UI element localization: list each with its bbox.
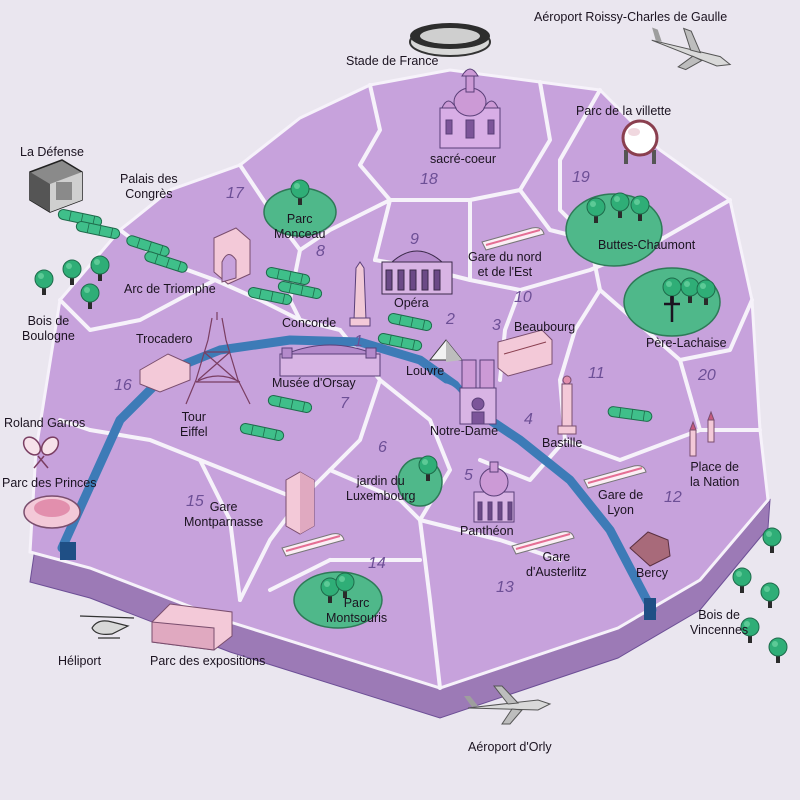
pere-lachaise-cross: [664, 296, 680, 322]
label-bastille: Bastille: [542, 436, 583, 450]
bastille-column: [557, 375, 577, 435]
label-roland-garros: Roland Garros: [4, 416, 86, 430]
label-roissy-airport: Aéroport Roissy-Charles de Gaulle: [534, 10, 728, 24]
label-arc-de-triomphe: Arc de Triomphe: [124, 282, 216, 296]
notre-dame-building: [459, 359, 497, 425]
arrondissement-12: 12: [664, 489, 682, 506]
label-notre-dame: Notre-Dame: [430, 424, 499, 438]
nation-columns: [689, 410, 715, 457]
arrondissement-9: 9: [410, 231, 419, 248]
label-heliport: Héliport: [58, 654, 102, 668]
label-trocadero: Trocadero: [136, 332, 193, 346]
concorde-obelisk: [349, 261, 371, 327]
arrondissement-15: 15: [186, 493, 204, 510]
label-la-defense: La Défense: [20, 145, 84, 159]
musee-orsay-building: [279, 344, 381, 377]
arrondissement-14: 14: [368, 555, 386, 572]
label-gare-montparnasse: Gare Montparnasse: [184, 500, 264, 529]
label-gare-nord-est: Gare du nord et de l'Est: [468, 250, 542, 279]
arrondissement-1: 1: [354, 333, 363, 350]
opera-building: [381, 250, 453, 295]
arrondissement-7: 7: [340, 395, 349, 412]
label-parc-montsouris: Parc Montsouris: [326, 596, 388, 625]
label-pantheon: Panthéon: [460, 524, 514, 538]
bercy-building: [629, 531, 671, 567]
arrondissement-13: 13: [496, 579, 514, 596]
arrondissement-4: 4: [524, 411, 533, 428]
label-place-nation: Place de la Nation: [690, 460, 740, 489]
arrondissement-11: 11: [588, 365, 605, 382]
label-louvre: Louvre: [406, 364, 445, 378]
geode-building: [621, 119, 659, 164]
label-beaubourg: Beaubourg: [514, 320, 576, 334]
arrondissement-8: 8: [316, 243, 325, 260]
label-palais-congres: Palais des Congrès: [120, 172, 178, 201]
arrondissement-16: 16: [114, 377, 132, 394]
pantheon-building: [473, 461, 515, 523]
montparnasse-tower: [285, 471, 315, 535]
label-gare-lyon: Gare de Lyon: [598, 488, 644, 517]
label-bois-vincennes: Bois de Vincennes: [690, 608, 749, 637]
eiffel-tower: [185, 312, 251, 405]
sacre-coeur-building: [439, 68, 501, 149]
arrondissement-19: 19: [572, 169, 590, 186]
label-buttes-chaumont: Buttes-Chaumont: [598, 238, 696, 252]
label-pere-lachaise: Père-Lachaise: [646, 336, 727, 350]
roissy-plane: [641, 17, 737, 84]
la-defense-building: [29, 159, 83, 213]
label-sacre-coeur: sacré-coeur: [430, 152, 496, 166]
parc-des-princes-stadium: [23, 495, 81, 529]
label-musee-orsay: Musée d'Orsay: [272, 376, 356, 390]
stade-de-france-building: [409, 23, 491, 57]
label-stade-de-france: Stade de France: [346, 54, 439, 68]
label-tour-eiffel: Tour Eiffel: [180, 410, 208, 439]
label-concorde: Concorde: [282, 316, 337, 330]
arrondissement-6: 6: [378, 439, 387, 456]
arc-de-triomphe-building: [213, 227, 251, 285]
label-jardin-luxembourg: jardin du Luxembourg: [346, 474, 416, 503]
arrondissement-3: 3: [492, 317, 501, 334]
label-bois-boulogne: Bois de Boulogne: [22, 314, 75, 343]
arrondissement-borders: [58, 80, 762, 690]
beaubourg-building: [497, 329, 553, 377]
arrondissement-17: 17: [226, 185, 244, 202]
label-orly-airport: Aéroport d'Orly: [468, 740, 552, 754]
label-bercy: Bercy: [636, 566, 668, 580]
label-parc-expositions: Parc des expositions: [150, 654, 266, 668]
arrondissement-5: 5: [464, 467, 473, 484]
label-gare-austerlitz: Gare d'Austerlitz: [526, 550, 587, 579]
roland-garros-rackets: [22, 436, 60, 469]
arrondissement-2: 2: [446, 311, 455, 328]
arrondissement-10: 10: [514, 289, 532, 306]
parc-montsouris-area: [293, 571, 383, 629]
parc-expositions-building: [151, 603, 233, 651]
louvre-pyramid: [428, 339, 464, 362]
arrondissement-18: 18: [420, 171, 438, 188]
label-parc-monceau: Parc Monceau: [274, 212, 326, 241]
arrondissement-20: 20: [698, 367, 716, 384]
label-parc-princes: Parc des Princes: [2, 476, 97, 490]
label-parc-villette: Parc de la villette: [576, 104, 672, 118]
trocadero-building: [139, 353, 191, 393]
label-opera: Opéra: [394, 296, 429, 310]
heliport-helicopter: [79, 615, 135, 639]
